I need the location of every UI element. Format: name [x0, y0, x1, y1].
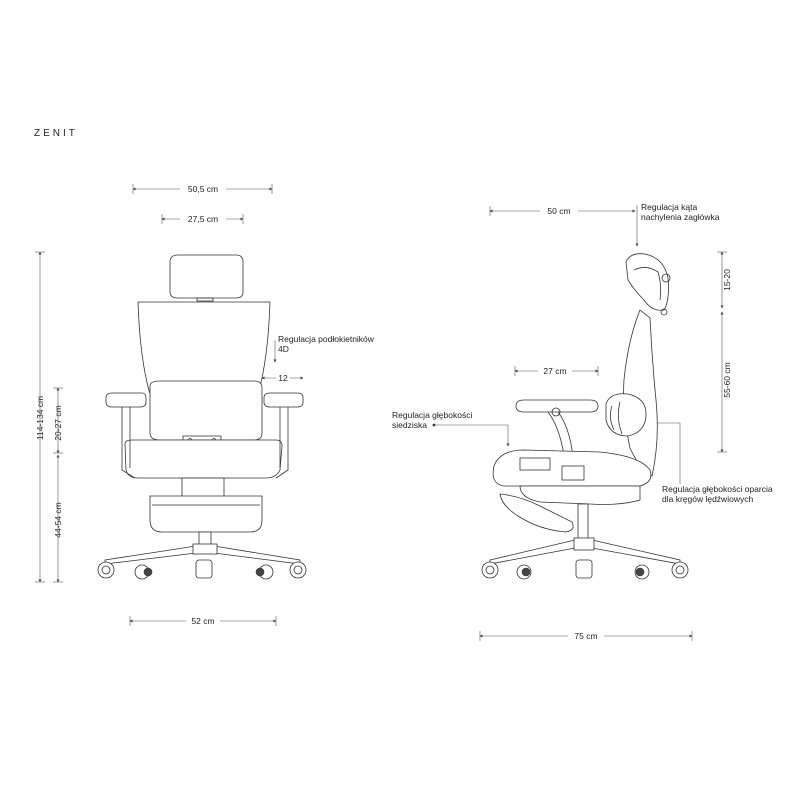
seat — [124, 439, 283, 479]
brand-logo: ZENIT — [34, 128, 78, 139]
label-height-total: 114-134 cm — [35, 396, 45, 440]
label-armrest-offset: 12 — [278, 373, 288, 383]
label-width-total: 50,5 cm — [188, 184, 218, 194]
dim-front-width-headrest: 27,5 cm — [161, 212, 244, 224]
dim-side-arm-width: 27 cm — [514, 365, 599, 377]
dim-side-base-depth: 75 cm — [479, 630, 693, 642]
dim-side-headrest-height: 15-20 — [717, 251, 732, 309]
label-armrest-line1: Regulacja podłokietników — [278, 334, 375, 344]
side-footrest — [499, 493, 574, 533]
label-base-depth: 75 cm — [574, 631, 597, 641]
chair-side — [481, 253, 689, 580]
label-lumbar-line1: Regulacja głębokości oparcia — [662, 484, 773, 494]
footrest — [149, 495, 263, 533]
label-base-width: 52 cm — [191, 616, 214, 626]
label-width-headrest: 27,5 cm — [188, 214, 218, 224]
label-seat-depth-line1: Regulacja głębokości — [392, 410, 472, 420]
label-headrest-height: 15-20 — [722, 269, 732, 291]
casters-front — [97, 559, 307, 580]
label-lumbar-line2: dla kręgów lędźwiowych — [662, 494, 753, 504]
dim-front-height-armrest: 20-27 cm — [53, 387, 63, 454]
label-headrest-line2: nachylenia zagłówka — [641, 212, 720, 222]
casters-side — [481, 559, 689, 580]
side-headrest — [625, 253, 669, 311]
annotation-lumbar: Regulacja głębokości oparcia dla kręgów … — [654, 421, 773, 504]
chair-front — [97, 254, 307, 580]
side-backrest — [623, 309, 658, 477]
side-seat — [492, 449, 652, 487]
side-lumbar — [605, 393, 647, 437]
label-armrest-line2: 4D — [278, 344, 289, 354]
label-backrest-height: 55-60 cm — [722, 362, 732, 397]
dim-front-height-total: 114-134 cm — [35, 251, 45, 583]
annotation-armrest: Regulacja podłokietników 4D 12 — [261, 334, 375, 383]
label-seat-depth-line2: siedziska — [392, 420, 427, 430]
dim-front-width-total: 50,5 cm — [132, 182, 273, 194]
label-arm-width: 27 cm — [543, 366, 566, 376]
dim-front-height-seat: 44-54 cm — [53, 454, 63, 583]
dim-side-depth-top: 50 cm — [489, 205, 636, 217]
annotation-headrest-angle: Regulacja kąta nachylenia zagłówka — [635, 202, 720, 247]
headrest — [169, 254, 244, 299]
dim-front-base-width: 52 cm — [129, 615, 277, 627]
armrest-left — [105, 392, 147, 408]
side-view: 50 cm Regulacja kąta nachylenia zagłówka… — [392, 202, 773, 642]
label-height-armrest: 20-27 cm — [53, 405, 63, 440]
label-height-seat: 44-54 cm — [53, 502, 63, 537]
annotation-seat-depth: Regulacja głębokości siedziska — [392, 410, 510, 447]
dim-side-backrest-height: 55-60 cm — [717, 311, 732, 453]
armrest-right — [263, 392, 304, 408]
front-view: 50,5 cm 27,5 cm 114-134 cm 20-27 cm 44-5… — [35, 182, 375, 627]
label-depth-top: 50 cm — [547, 206, 570, 216]
side-armrest — [515, 399, 599, 413]
lumbar-cushion — [149, 380, 263, 441]
backrest — [137, 301, 271, 395]
label-headrest-line1: Regulacja kąta — [641, 202, 698, 212]
